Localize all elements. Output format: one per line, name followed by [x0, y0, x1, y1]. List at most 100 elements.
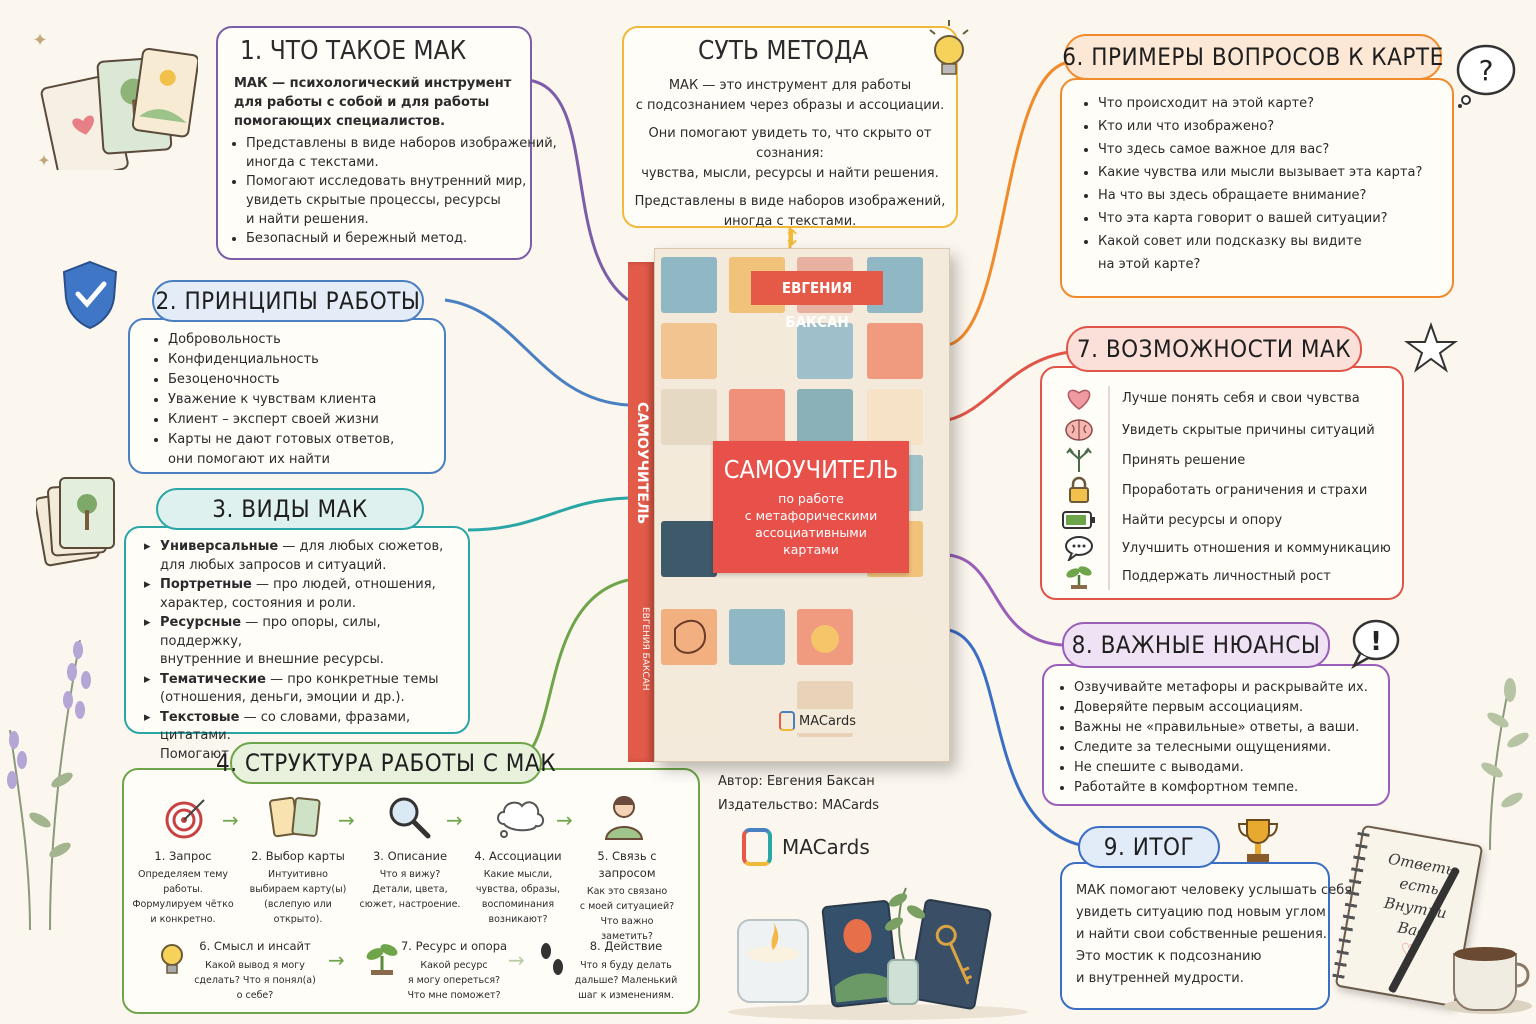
list-item: Клиент – эксперт своей жизни	[168, 410, 458, 430]
sparkle-icon: ✦	[32, 29, 48, 51]
section-title: 9. ИТОГ	[1078, 826, 1220, 868]
list-item: Проработать ограничения и страхи	[1060, 476, 1400, 504]
list-item: Озвучивайте метафоры и раскрывайте их.	[1074, 678, 1404, 698]
section-title: 6. ПРИМЕРЫ ВОПРОСОВ К КАРТЕ	[1062, 34, 1443, 80]
arrow-right-icon: →	[508, 948, 525, 972]
section-summary	[1060, 862, 1330, 1010]
sec8-bullets: Озвучивайте метафоры и раскрывайте их. Д…	[1058, 678, 1404, 798]
list-item: ▸Ресурсные — про опоры, силы, поддержку,…	[144, 615, 384, 667]
decision-arrows-icon	[1062, 446, 1096, 474]
sec6-bullets: Что происходит на этой карте? Кто или чт…	[1082, 92, 1458, 276]
section-title: СУТЬ МЕТОДА	[698, 36, 869, 66]
battery-icon	[1062, 506, 1096, 534]
list-item: Уважение к чувствам клиента	[168, 390, 458, 410]
list-item: Следите за телесными ощущениями.	[1074, 738, 1404, 758]
sprout-icon	[1062, 562, 1096, 590]
book-author-meta: Автор: Евгения Баксан	[718, 774, 875, 789]
section-title: 1. ЧТО ТАКОЕ МАК	[240, 36, 467, 66]
list-item: Работайте в комфортном темпе.	[1074, 778, 1404, 798]
macards-logo: MACards	[742, 828, 870, 866]
list-item: Безопасный и бережный метод.	[246, 229, 542, 248]
sparkle-icon: ✦	[37, 150, 51, 170]
question-bubble-icon: ?	[1454, 42, 1518, 108]
connector-sec7	[947, 350, 1071, 422]
sec2-bullets: Добровольность Конфиденциальность Безоце…	[152, 330, 458, 470]
list-item: Найти ресурсы и опору	[1060, 506, 1400, 534]
list-item: ▸Универсальные — для любых сюжетов,для л…	[144, 539, 444, 573]
list-item: ▸Тематические — про конкретные темы(отно…	[144, 671, 439, 706]
list-item: Какие чувства или мысли вызывает эта кар…	[1098, 161, 1458, 184]
connector-sec8	[947, 553, 1063, 647]
lightbulb-icon	[924, 18, 974, 84]
section-question-examples	[1060, 78, 1454, 298]
shield-check-icon	[58, 258, 122, 330]
list-item: Что эта карта говорит о вашей ситуации?	[1098, 207, 1458, 230]
section-title: 7. ВОЗМОЖНОСТИ МАК	[1066, 326, 1362, 372]
list-item: На что вы здесь обращаете внимание?	[1098, 184, 1458, 207]
chat-bubble-icon	[1062, 534, 1096, 562]
list-item: Доверяйте первым ассоциациям.	[1074, 698, 1404, 718]
book-cover-tiles	[661, 257, 923, 737]
candle-cards-illustration-icon	[728, 880, 1028, 1020]
arrow-right-icon: →	[446, 808, 463, 832]
connector-sec1	[527, 78, 629, 302]
cards-illustration-icon	[28, 30, 198, 170]
book-spine: САМОУЧИТЕЛЬ ЕВГЕНИЯ БАКСАН	[628, 262, 654, 762]
section-title: 4. СТРУКТУРА РАБОТЫ С МАК	[216, 742, 556, 784]
thought-cloud-icon	[494, 792, 546, 842]
leaf-branch-icon	[1430, 670, 1536, 850]
sec1-bullets: Представлены в виде наборов изображений,…	[230, 134, 557, 248]
list-item: Что здесь самое важное для вас?	[1098, 138, 1458, 161]
connector-sec3	[467, 496, 629, 532]
list-item: ▸Портретные — про людей, отношения,харак…	[144, 577, 436, 611]
book-brand: MACards	[773, 709, 863, 733]
arrow-right-icon: →	[338, 808, 355, 832]
list-item: Принять решение	[1060, 446, 1400, 474]
step-4: 4. Ассоциации Какие мысли,чувства, образ…	[474, 849, 562, 925]
list-item: Кто или что изображено?	[1098, 115, 1458, 138]
footsteps-icon	[536, 940, 568, 980]
list-item: Лучше понять себя и свои чувства	[1060, 384, 1400, 412]
trophy-icon	[1234, 816, 1282, 866]
list-item: Не спешите с выводами.	[1074, 758, 1404, 778]
list-item: Улучшить отношения и коммуникацию	[1060, 534, 1400, 562]
macards-logo-icon	[742, 828, 772, 866]
lightbulb-icon	[152, 940, 192, 980]
connector-sec4	[519, 578, 629, 762]
list-item: Помогают исследовать внутренний мир,увид…	[246, 172, 542, 229]
cards-icon	[268, 792, 322, 842]
arrow-right-icon: →	[556, 808, 573, 832]
divider	[1108, 386, 1110, 590]
lock-icon	[1062, 476, 1096, 504]
list-item: Поддержать личностный рост	[1060, 562, 1400, 590]
person-icon	[600, 790, 648, 842]
card-stack-icon	[36, 472, 122, 568]
list-item: Важны не «правильные» ответы, а ваши.	[1074, 718, 1404, 738]
heart-icon	[1062, 384, 1096, 412]
target-icon	[160, 792, 210, 842]
section-title: 8. ВАЖНЫЕ НЮАНСЫ	[1062, 622, 1330, 668]
sprout-icon	[362, 938, 402, 978]
list-item: Что происходит на этой карте?	[1098, 92, 1458, 115]
step-3: 3. Описание Что я вижу?Детали, цвета,сюж…	[359, 849, 461, 910]
list-item: Безоценочность	[168, 370, 458, 390]
connector-sec9	[947, 628, 1081, 847]
svg-text:!: !	[1370, 627, 1382, 657]
brain-icon	[1062, 416, 1096, 444]
section-mak-capabilities	[1040, 366, 1404, 600]
list-item: Конфиденциальность	[168, 350, 458, 370]
magnifier-icon	[384, 792, 434, 842]
section-title: 2. ПРИНЦИПЫ РАБОТЫ	[152, 280, 424, 322]
section-title: 3. ВИДЫ МАК	[156, 488, 424, 530]
step-1: 1. Запрос Определяем тему работы.Формули…	[132, 849, 234, 925]
lavender-plant-icon	[0, 600, 120, 930]
list-item: Увидеть скрытые причины ситуаций	[1060, 416, 1400, 444]
